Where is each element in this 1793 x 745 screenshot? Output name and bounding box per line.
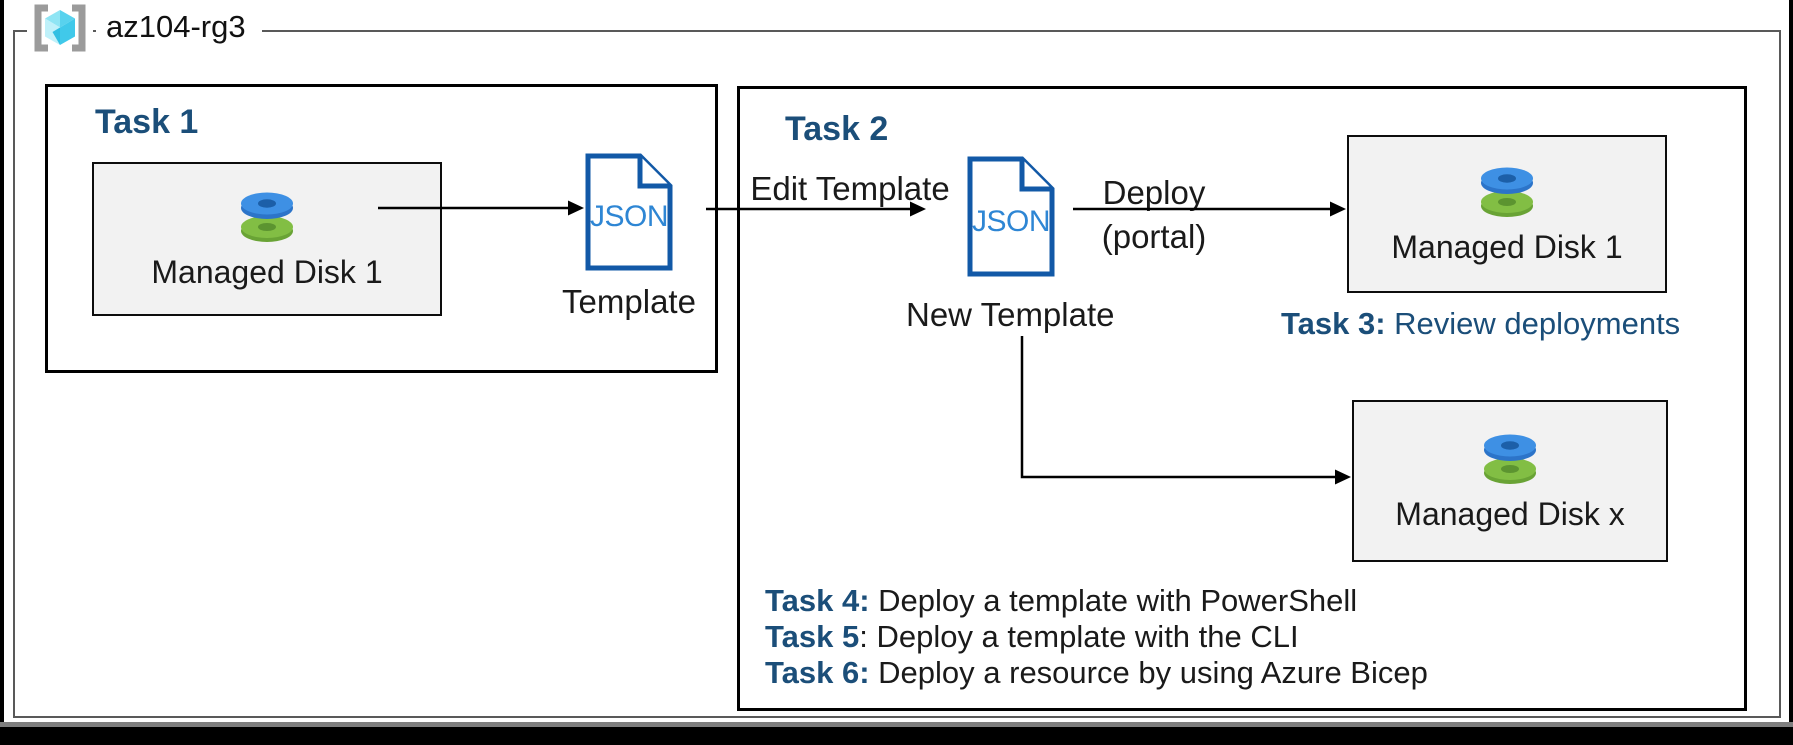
managed-disk-icon	[1481, 167, 1533, 217]
new-template-caption: New Template	[906, 296, 1115, 333]
task3-note: Task 3: Review deployments	[1281, 306, 1680, 342]
managed-disk-1-deployed-label: Managed Disk 1	[1391, 228, 1623, 265]
json-new-template-icon: JSON	[967, 156, 1055, 282]
task6-note: Task 6: Deploy a resource by using Azure…	[765, 655, 1428, 691]
task3-label: Task 3:	[1281, 306, 1386, 341]
task2-title: Task 2	[785, 110, 889, 148]
managed-disk-x-label: Managed Disk x	[1395, 495, 1625, 532]
deploy-portal-label: (portal)	[1101, 218, 1207, 255]
task4-note: Task 4: Deploy a template with PowerShel…	[765, 583, 1428, 619]
managed-disk-1-card: Managed Disk 1	[92, 162, 442, 316]
resource-group-boundary	[13, 30, 1781, 718]
frame-strip-bottom-black	[0, 727, 1793, 745]
json-doc-text: JSON	[590, 200, 668, 233]
managed-disk-icon	[1484, 434, 1536, 484]
json-doc-text: JSON	[972, 205, 1050, 238]
task3-text: Review deployments	[1385, 306, 1681, 341]
managed-disk-icon	[241, 192, 293, 242]
task1-title: Task 1	[95, 103, 199, 141]
task4-text: Deploy a template with PowerShell	[869, 583, 1358, 618]
task6-text: Deploy a resource by using Azure Bicep	[869, 655, 1428, 690]
template-caption: Template	[562, 283, 696, 320]
frame-strip-left	[0, 0, 4, 745]
frame-strip-right	[1789, 0, 1793, 745]
managed-disk-1-deployed-card: Managed Disk 1	[1347, 135, 1667, 293]
json-template-icon: JSON	[585, 153, 673, 276]
deploy-arrow-label: Deploy	[1102, 174, 1206, 211]
task5-label: Task 5	[765, 619, 860, 654]
resource-group-label: az104-rg3	[96, 9, 262, 49]
task-list: Task 4: Deploy a template with PowerShel…	[765, 583, 1428, 691]
frame-strip-bottom-gray	[0, 722, 1793, 727]
resource-group-cube-icon	[34, 4, 86, 52]
task5-text: : Deploy a template with the CLI	[859, 619, 1299, 654]
task4-label: Task 4:	[765, 583, 870, 618]
managed-disk-1-label: Managed Disk 1	[151, 253, 383, 290]
resource-group-icon	[27, 2, 93, 54]
edit-template-arrow-label: Edit Template	[750, 170, 950, 207]
task6-label: Task 6:	[765, 655, 870, 690]
task5-note: Task 5: Deploy a template with the CLI	[765, 619, 1428, 655]
managed-disk-x-card: Managed Disk x	[1352, 400, 1668, 562]
